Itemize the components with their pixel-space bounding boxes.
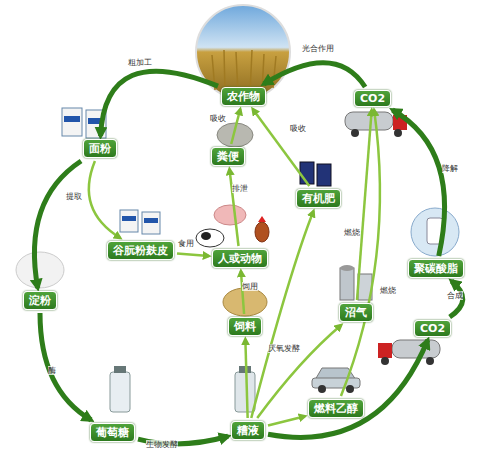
edge-label: 提取: [66, 192, 82, 201]
edge-label: 光合作用: [302, 44, 334, 53]
edge-label: 合成: [447, 291, 463, 300]
glucose-bottle: [110, 372, 130, 412]
node-text: 淀粉: [29, 294, 51, 307]
flow-arrow: [241, 271, 244, 314]
flow-arrow: [89, 161, 120, 238]
node-text: 燃料乙醇: [314, 402, 358, 415]
flow-arrow: [357, 110, 372, 300]
edge-label: 饲用: [242, 282, 258, 291]
node-label: 聚碳酸脂: [408, 259, 464, 278]
node-text: 农作物: [227, 90, 260, 103]
edge-label: 食用: [178, 239, 194, 248]
node-text: 面粉: [89, 142, 111, 155]
flow-arrow: [231, 109, 240, 144]
flow-arrow: [40, 313, 91, 420]
node-label: 淀粉: [23, 291, 57, 310]
node-text: 人或动物: [218, 252, 262, 265]
flow-arrow: [34, 161, 81, 288]
node-text: 沼气: [345, 306, 367, 319]
flow-arrow: [229, 169, 238, 246]
node-label: 糟液: [231, 421, 265, 440]
edge-label: 厌氧发酵: [268, 344, 300, 353]
edge-label: 燃烧: [380, 286, 396, 295]
edge-label: 生物发酵: [146, 440, 178, 449]
flow-arrow: [264, 63, 365, 87]
node-label: 农作物: [221, 87, 266, 106]
flow-arrow: [253, 109, 310, 186]
node-text: 糟液: [237, 424, 259, 437]
node-label: 饲料: [228, 317, 262, 336]
flow-arrow: [268, 340, 428, 437]
node-text: 谷朊粉麸皮: [113, 244, 168, 257]
node-text: 粪便: [217, 150, 239, 163]
node-label: 沼气: [339, 303, 373, 322]
node-label: 人或动物: [212, 249, 268, 268]
flow-arrow: [177, 253, 209, 256]
flow-arrow: [251, 211, 313, 418]
animals-picture: [196, 205, 269, 247]
edge-label: 酶: [48, 366, 56, 375]
node-label: 有机肥: [296, 189, 341, 208]
node-label: CO2: [414, 320, 451, 337]
car-picture: [312, 368, 360, 393]
fertilizer-bags: [300, 162, 331, 186]
polycarbonate-picture: [411, 208, 459, 256]
edge-label: 排泄: [232, 184, 248, 193]
node-text: CO2: [360, 92, 385, 105]
flow-arrow: [393, 110, 445, 256]
edge-label: 降解: [442, 164, 458, 173]
edge-label: 吸收: [290, 124, 306, 133]
vinasse-bottle: [235, 372, 255, 412]
flow-arrow: [268, 416, 305, 425]
starch-pile: [16, 252, 64, 288]
node-text: 饲料: [234, 320, 256, 333]
flow-arrow: [341, 110, 380, 396]
edge-label: 吸收: [210, 114, 226, 123]
tanker-truck: [378, 340, 440, 365]
node-text: 有机肥: [302, 192, 335, 205]
flow-arrow: [245, 339, 247, 418]
biogas-tanks: [340, 265, 372, 300]
node-label: 燃料乙醇: [308, 399, 364, 418]
node-label: 葡萄糖: [90, 423, 135, 442]
node-text: 葡萄糖: [96, 426, 129, 439]
node-label: 面粉: [83, 139, 117, 158]
node-text: CO2: [420, 322, 445, 335]
flow-arrow: [101, 71, 218, 136]
node-label: 谷朊粉麸皮: [107, 241, 174, 260]
node-label: CO2: [354, 90, 391, 107]
gluten-bags: [120, 210, 160, 234]
node-label: 粪便: [211, 147, 245, 166]
node-text: 聚碳酸脂: [414, 262, 458, 275]
edge-label: 燃烧: [344, 228, 360, 237]
edge-label: 粗加工: [128, 58, 152, 67]
